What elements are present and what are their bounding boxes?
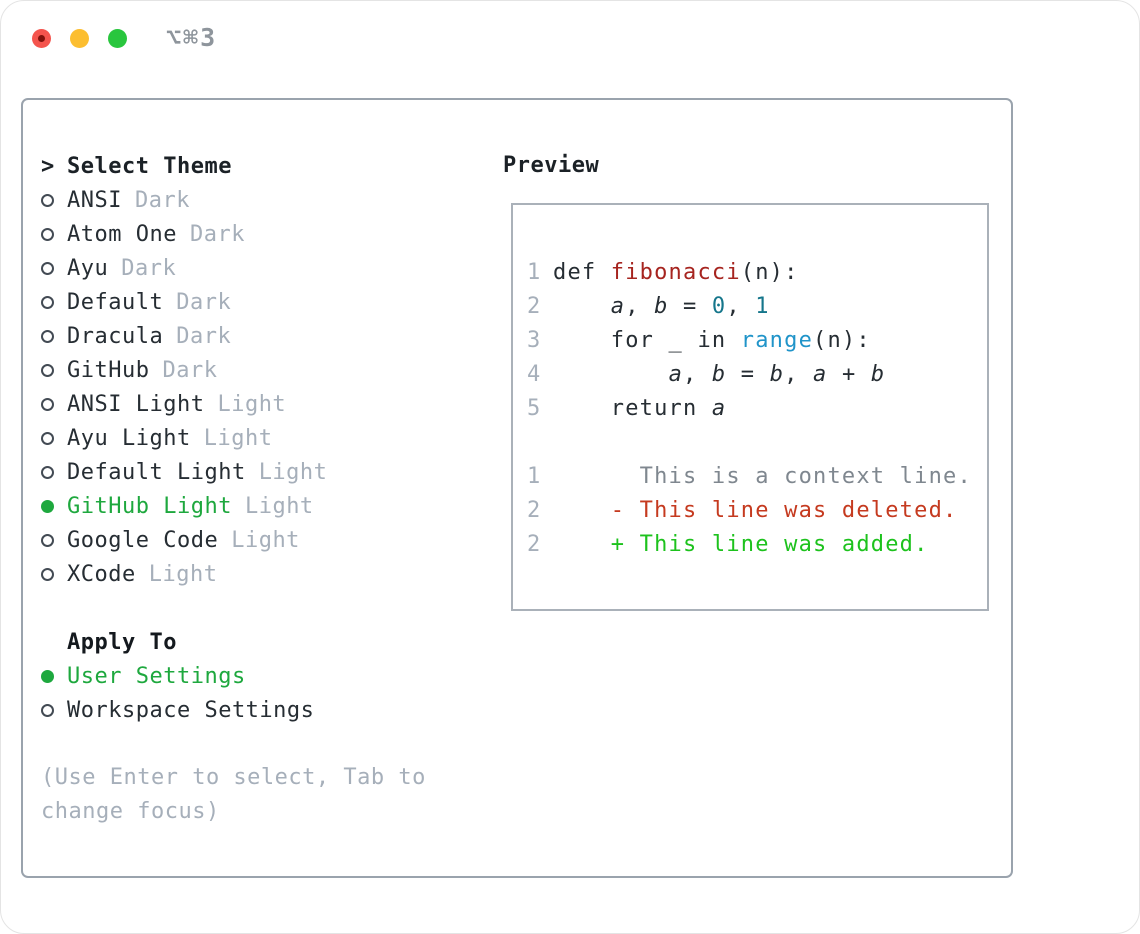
code-line: 5 return a [527,395,727,421]
theme-name: GitHub [67,357,150,383]
spacer [41,591,481,625]
apply-option-user-settings[interactable]: User Settings [41,659,481,693]
radio-icon [41,329,67,343]
code-line: 2 a, b = 0, 1 [527,293,770,319]
theme-name: Atom One [67,221,177,247]
radio-icon [41,227,67,241]
line-number: 5 [527,395,542,421]
theme-variant: Dark [189,221,245,247]
theme-option-xcode[interactable]: XCode Light [41,557,481,591]
help-line-2: change focus) [41,799,220,824]
apply-option-workspace-settings[interactable]: Workspace Settings [41,693,481,727]
theme-name: Google Code [67,527,219,553]
apply-to-heading: Apply To [41,625,481,659]
theme-option-ansi-light[interactable]: ANSI Light Light [41,387,481,421]
zoom-button[interactable] [108,29,127,48]
select-theme-heading: > Select Theme [41,149,481,183]
theme-variant: Light [231,527,300,553]
radio-icon [41,465,67,479]
theme-variant: Light [148,561,218,587]
theme-variant: Dark [176,289,232,315]
diff-preview: 1 This is a context line. 2 - This line w… [527,459,987,561]
window-title: ⌥⌘3 [166,23,218,52]
apply-to-label: Apply To [67,629,177,655]
select-theme-label: Select Theme [67,153,232,179]
theme-name: Default [67,289,164,315]
theme-variant: Light [244,493,314,519]
radio-icon [41,567,67,581]
theme-option-github[interactable]: GitHub Dark [41,353,481,387]
theme-name: Default Light [67,459,246,485]
theme-name: Dracula [67,323,164,349]
minimize-button[interactable] [70,29,89,48]
diff-line: 2 - This line was deleted. [527,497,958,523]
titlebar: ⌥⌘3 [1,1,1139,77]
radio-icon [41,295,67,309]
line-number: 3 [527,327,542,353]
theme-option-ayu[interactable]: Ayu Dark [41,251,481,285]
theme-option-ansi[interactable]: ANSI Dark [41,183,481,217]
apply-option-label: User Settings [67,663,246,689]
theme-option-atom-one[interactable]: Atom One Dark [41,217,481,251]
theme-option-ayu-light[interactable]: Ayu Light Light [41,421,481,455]
preview-heading: Preview [503,153,600,178]
theme-variant: Dark [121,255,177,281]
theme-option-github-light[interactable]: GitHub Light Light [41,489,481,523]
radio-icon [41,363,67,377]
apply-option-label: Workspace Settings [67,697,315,723]
theme-variant: Dark [176,323,232,349]
theme-variant: Light [217,391,287,417]
help-text: (Use Enter to select, Tab to change focu… [41,761,481,829]
radio-selected-icon [41,499,67,513]
line-number: 1 [527,463,542,489]
theme-name: GitHub Light [67,493,232,519]
theme-name: Ayu Light [67,425,191,451]
diff-line: 2 + This line was added. [527,531,929,557]
diff-line: 1 This is a context line. [527,463,972,489]
close-button[interactable] [32,29,51,48]
radio-icon [41,431,67,445]
theme-variant: Dark [162,357,218,383]
radio-icon [41,703,67,717]
theme-option-default[interactable]: Default Dark [41,285,481,319]
prompt-marker: > [41,153,55,179]
code-line: 4 a, b = b, a + b [527,361,886,387]
line-number: 2 [527,293,542,319]
spacer [527,425,987,459]
line-number: 2 [527,497,542,523]
radio-icon [41,261,67,275]
code-line: 3 for _ in range(n): [527,327,871,353]
theme-option-default-light[interactable]: Default Light Light [41,455,481,489]
radio-icon [41,533,67,547]
radio-selected-icon [41,669,67,683]
spacer [41,727,481,761]
theme-name: Ayu [67,255,109,281]
theme-option-google-code[interactable]: Google Code Light [41,523,481,557]
line-number: 4 [527,361,542,387]
radio-icon [41,193,67,207]
line-number: 1 [527,259,542,285]
theme-name: XCode [67,561,136,587]
theme-name: ANSI Light [67,391,205,417]
theme-variant: Light [258,459,328,485]
line-number: 2 [527,531,542,557]
theme-name: ANSI [67,187,122,213]
radio-icon [41,397,67,411]
theme-variant: Light [203,425,273,451]
theme-variant: Dark [134,187,190,213]
theme-option-dracula[interactable]: Dracula Dark [41,319,481,353]
help-line-1: (Use Enter to select, Tab to [41,765,426,790]
